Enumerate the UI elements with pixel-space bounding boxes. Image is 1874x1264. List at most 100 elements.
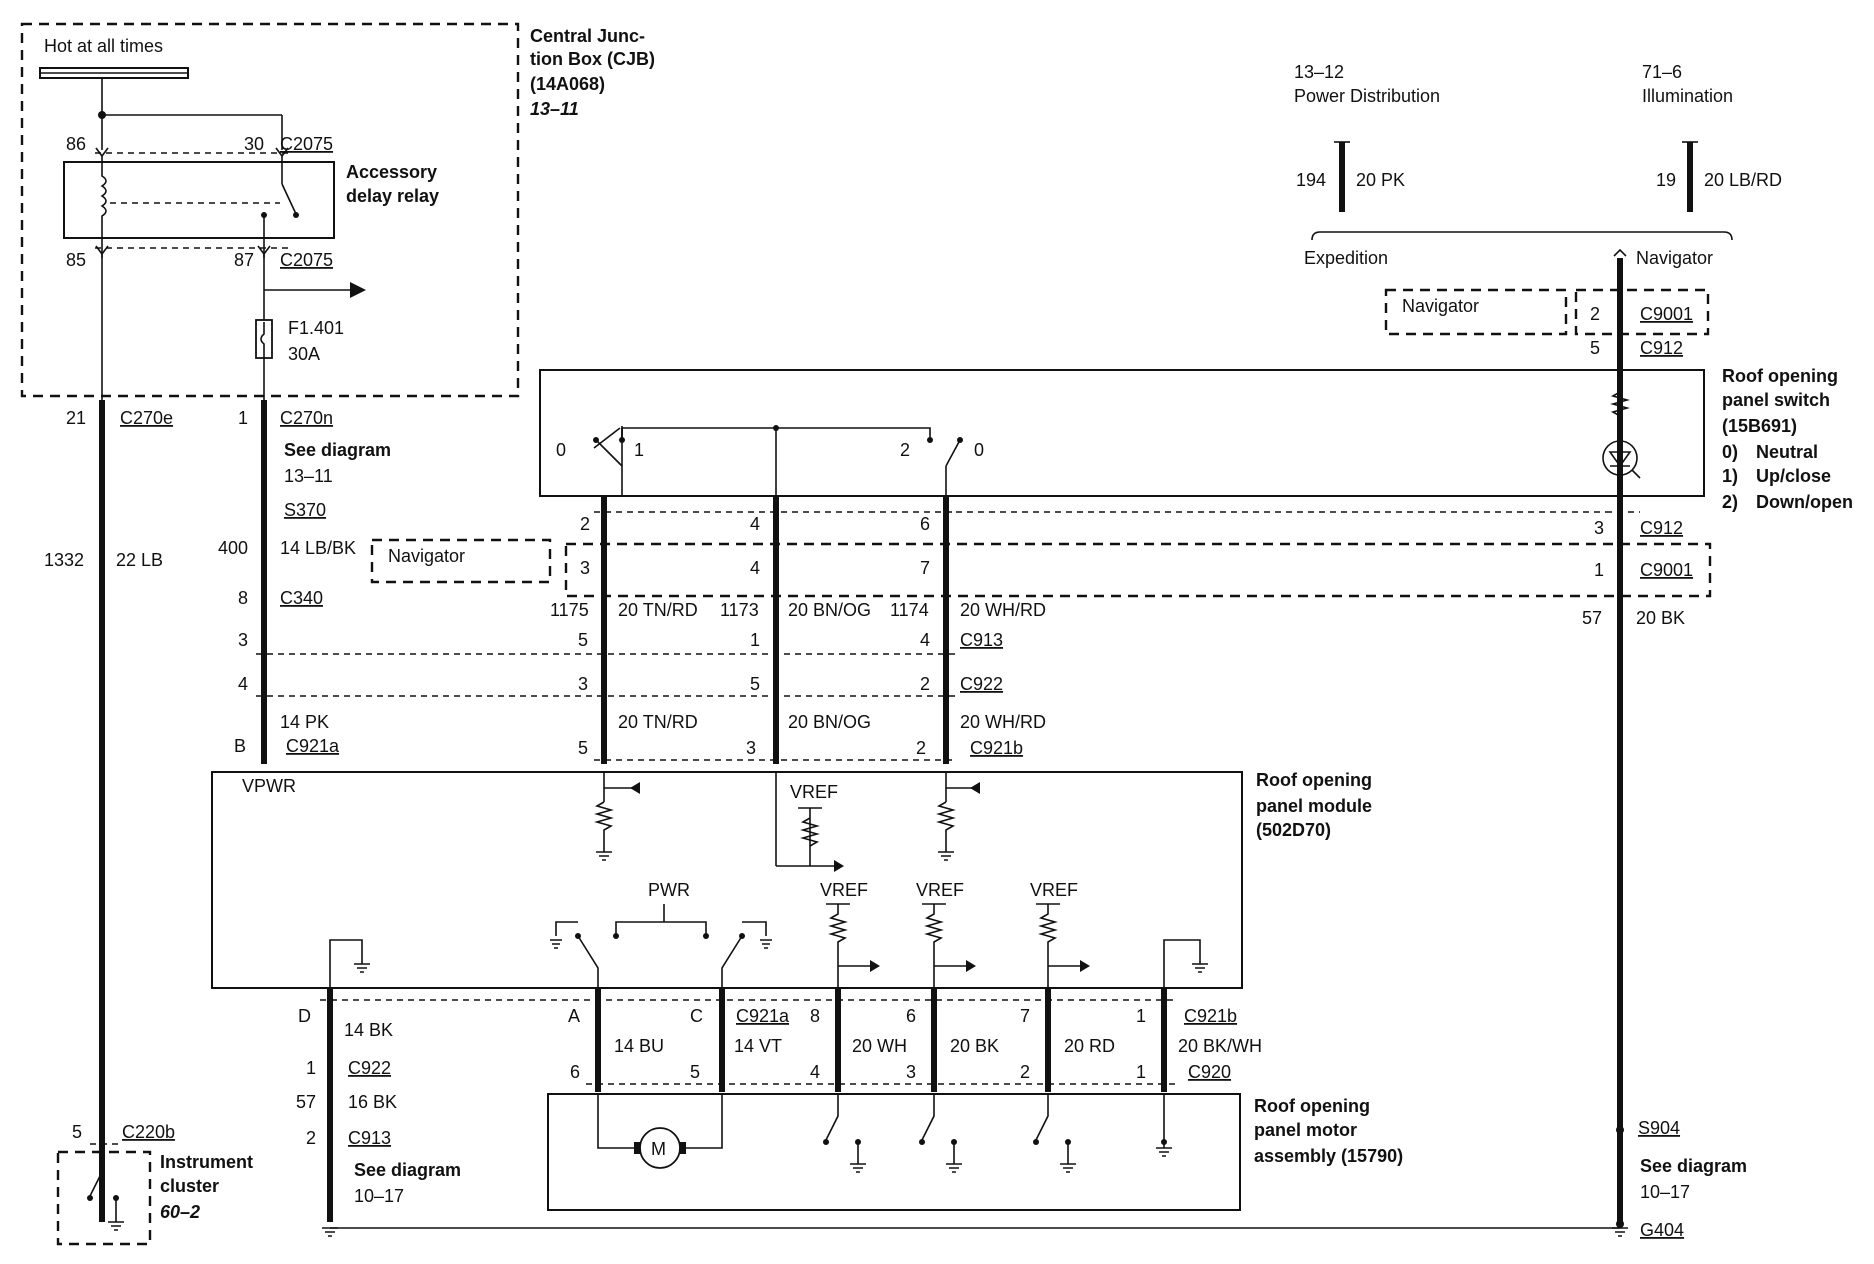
pin-2-c921b: 2 [916,738,926,758]
wire-20whrd-label: 20 WH/RD [960,600,1046,620]
pin-7-mid: 7 [920,558,930,578]
pin-4-mid-b: 4 [750,558,760,578]
wire-14bu-label: 14 BU [614,1036,664,1056]
wire-14lbbk-label: 14 LB/BK [280,538,356,558]
navigator-box-right-label: Navigator [1402,296,1479,316]
pin-c-label: C [690,1006,703,1026]
c921b-top-label: C921b [970,738,1023,758]
wire-20rd-label: 20 RD [1064,1036,1115,1056]
c2075-bottom-label: C2075 [280,250,333,270]
circuit-1173-label: 1173 [720,600,759,620]
c9001-right-label: C9001 [1640,560,1693,580]
vref-label-4: VREF [1030,880,1078,900]
pin-2-top-label: 2 [1590,304,1600,324]
arrow-head [350,282,366,298]
instrument-cluster-ref: 60–2 [160,1202,200,1222]
pin-4-c913: 4 [920,630,930,650]
c913-label: C913 [960,630,1003,650]
pin-86-label: 86 [66,134,86,154]
wire-20wh-label: 20 WH [852,1036,907,1056]
vref-label-1: VREF [790,782,838,802]
roof-opening-panel-switch: Roof opening panel switch (15B691) 0) Ne… [539,366,1853,512]
c9001-mid-box [564,542,1712,598]
wire-20whrd-2-label: 20 WH/RD [960,712,1046,732]
pin-21-label: 21 [66,408,86,428]
relay-coil [100,156,107,258]
sense-resistors: VREF VREF VREF [820,880,1090,988]
module-title-line2: panel module [1256,796,1372,816]
switch-opt1-num: 1) [1722,466,1738,486]
illumination-ref: 71–6 [1642,62,1682,82]
c912-top-label: C912 [1640,338,1683,358]
pin-2-c913-bottom: 2 [306,1128,316,1148]
pin-1-c920: 1 [1136,1062,1146,1082]
see-diagram-right: See diagram [1640,1156,1747,1176]
cluster-switch [89,1156,103,1197]
fuse-label: F1.401 [288,318,344,338]
c921a-left-label: C921a [286,736,340,756]
switch-opt2-text: Down/open [1756,492,1853,512]
relay-contact-arm [281,183,297,215]
module-ground-left [329,939,363,988]
vref-label-3: VREF [916,880,964,900]
pin-1-c913: 1 [750,630,760,650]
switch-title-line2: panel switch [1722,390,1830,410]
circuit-1175-label: 1175 [550,600,589,620]
motor-title-line1: Roof opening [1254,1096,1370,1116]
input-resistor-middle: VREF [775,772,844,872]
wire-14vt-label: 14 VT [734,1036,782,1056]
wire-14bk-label: 14 BK [344,1020,393,1040]
switch-pos0-left-dot [593,437,599,443]
input-resistor-right [936,772,980,861]
pin-3-c921b: 3 [746,738,756,758]
vpwr-label: VPWR [242,776,296,796]
pin-4-c920: 4 [810,1062,820,1082]
module-part-number: (502D70) [1256,820,1331,840]
switch-pos0-right-dot [957,437,963,443]
pin-6-mid: 6 [920,514,930,534]
top-right-sources: 13–12 Power Distribution 71–6 Illuminati… [1294,62,1782,1222]
power-distribution-label: Power Distribution [1294,86,1440,106]
switch-pos2-dot [927,437,933,443]
relay-contact-dot [293,212,299,218]
see-diagram-bottom-ref: 10–17 [354,1186,404,1206]
cjb-reference: 13–11 [530,99,579,119]
pin-8-bottom: 8 [810,1006,820,1026]
option-chevron [1613,248,1627,257]
motor-position-switches [823,1094,1172,1173]
pin-30-label: 30 [244,134,264,154]
see-diagram-label: See diagram [284,440,391,460]
option-bracket [1311,231,1733,241]
illumination-ray [1631,469,1641,479]
circuit-1174-label: 1174 [890,600,929,620]
motor-label: M [651,1139,666,1159]
pin-a-label: A [568,1006,580,1026]
pin-5-c220b: 5 [72,1122,82,1142]
see-diagram-ref: 13–11 [284,466,333,486]
g404-label: G404 [1640,1220,1684,1240]
pin-4-label: 4 [238,674,248,694]
pin-2-mid: 2 [580,514,590,534]
pin-3-c920: 3 [906,1062,916,1082]
switch-title-line1: Roof opening [1722,366,1838,386]
switch-pos0-left: 0 [556,440,566,460]
instrument-cluster-line2: cluster [160,1176,219,1196]
wire-20bnog-label: 20 BN/OG [788,600,871,620]
c9001-top-label: C9001 [1640,304,1693,324]
wire-16bk-label: 16 BK [348,1092,397,1112]
switch-opt0-text: Neutral [1756,442,1818,462]
switch-pos1: 1 [634,440,644,460]
vref-label-2: VREF [820,880,868,900]
pin-2-c922: 2 [920,674,930,694]
pin-3-right: 3 [1594,518,1604,538]
switch-pos2: 2 [900,440,910,460]
pin-6-c920: 6 [570,1062,580,1082]
c2075-top-label: C2075 [280,134,333,154]
fuse-element [260,322,265,358]
circuit-194-label: 194 [1296,170,1326,190]
c270e-label: C270e [120,408,173,428]
pin-d-label: D [298,1006,311,1026]
pin-8-label: 8 [238,588,248,608]
illumination-diode [1608,451,1632,468]
